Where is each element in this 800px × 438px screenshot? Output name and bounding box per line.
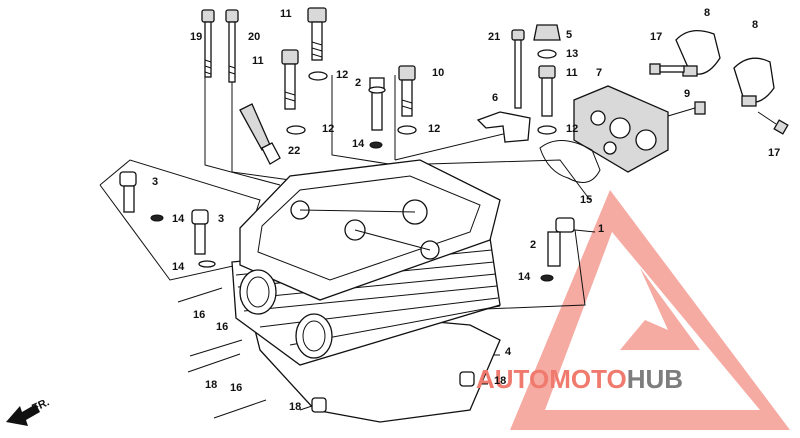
callout-12: 12 <box>336 69 348 81</box>
callout-19: 19 <box>190 31 202 43</box>
callout-11: 11 <box>566 67 578 79</box>
callout-4: 4 <box>505 346 512 358</box>
callout-12: 12 <box>322 123 334 135</box>
stud-16-b <box>187 339 243 373</box>
callout-8: 8 <box>752 19 758 31</box>
callout-22: 22 <box>288 145 300 157</box>
clamp-8-right <box>733 57 775 107</box>
callout-14: 14 <box>352 138 365 150</box>
front-marker: FR. <box>6 396 51 426</box>
callout-16: 16 <box>230 382 242 394</box>
bolt-19 <box>201 9 215 78</box>
watermark-word-a: AUTOMOTO <box>476 364 627 394</box>
callout-9: 9 <box>684 88 690 100</box>
cylinder-head-4 <box>231 159 501 423</box>
front-arrow-icon <box>6 404 40 426</box>
bolt-9 <box>667 101 706 117</box>
stud-3-upper <box>119 171 164 222</box>
callout-17: 17 <box>650 31 662 43</box>
callout-18: 18 <box>289 401 301 413</box>
callout-16: 16 <box>193 309 205 321</box>
callout-17: 17 <box>768 147 780 159</box>
bolt-10 <box>397 65 417 135</box>
callout-14: 14 <box>172 213 185 225</box>
cover-7 <box>573 85 669 173</box>
callout-20: 20 <box>248 31 260 43</box>
callout-2: 2 <box>355 77 361 89</box>
watermark-triangle-outer <box>510 190 790 430</box>
callout-11: 11 <box>280 8 292 20</box>
bolt-11-top <box>307 7 328 81</box>
callout-12: 12 <box>428 123 440 135</box>
bolt-21 <box>511 29 525 109</box>
clamp-8-left <box>675 29 721 77</box>
callout-3: 3 <box>152 176 158 188</box>
callout-5: 5 <box>566 29 572 41</box>
spark-plug-22 <box>239 103 281 165</box>
front-label: FR. <box>30 396 51 414</box>
callout-2: 2 <box>530 239 536 251</box>
callout-11: 11 <box>252 55 264 67</box>
callout-13: 13 <box>566 48 578 60</box>
callout-15: 15 <box>580 194 592 206</box>
bolt-17-right <box>757 111 789 135</box>
callout-18: 18 <box>494 375 506 387</box>
bolt-17-left <box>649 63 685 75</box>
callout-10: 10 <box>432 67 444 79</box>
svg-text:AUTOMOTOHUB: AUTOMOTOHUB <box>476 364 683 394</box>
stud-16-a <box>177 287 223 303</box>
callout-7: 7 <box>596 67 602 79</box>
callout-14: 14 <box>518 271 531 283</box>
bolt-11-left <box>281 49 306 135</box>
dowel-18-left <box>311 397 327 413</box>
callout-3: 3 <box>218 213 224 225</box>
callout-12: 12 <box>566 123 578 135</box>
watermark-logo <box>510 190 790 430</box>
callout-14: 14 <box>172 261 185 273</box>
stud-16-c <box>213 399 267 419</box>
watermark-word-b: HUB <box>627 364 683 394</box>
callout-16: 16 <box>216 321 228 333</box>
stud-2-top <box>368 77 386 149</box>
callout-21: 21 <box>488 31 500 43</box>
bracket-6 <box>476 111 531 143</box>
callout-8: 8 <box>704 7 710 19</box>
callout-1: 1 <box>598 223 604 235</box>
dowel-18-right <box>459 371 475 387</box>
watermark-triangle-inner <box>620 268 700 350</box>
callout-6: 6 <box>492 92 498 104</box>
bolt-20 <box>225 9 239 83</box>
cap-5-seal-13 <box>533 24 561 135</box>
gasket-15 <box>539 140 601 183</box>
stud-3-lower <box>191 209 216 268</box>
callout-18: 18 <box>205 379 217 391</box>
watermark-word: AUTOMOTOHUB <box>476 364 683 394</box>
stud-2-right <box>540 217 575 282</box>
